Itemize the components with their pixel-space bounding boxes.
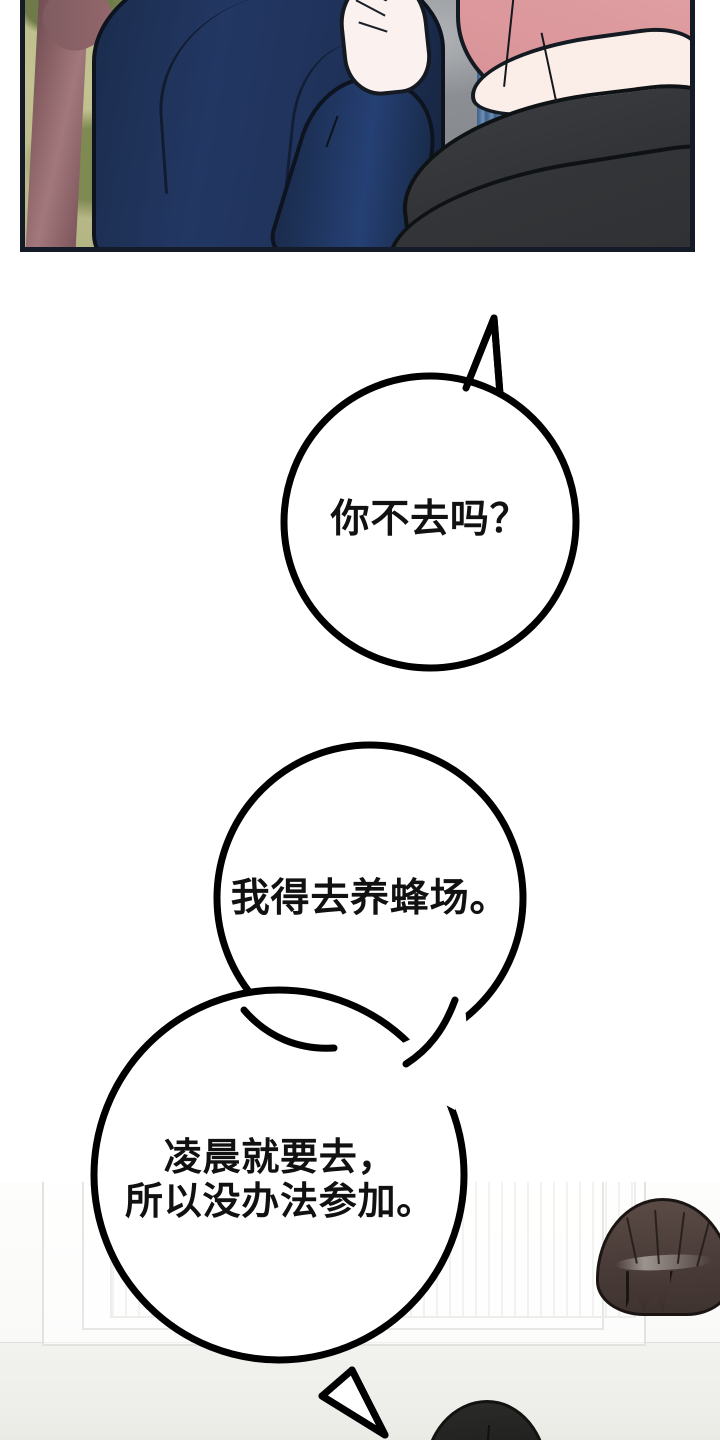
bubble-tail-question (462, 314, 504, 398)
bubble-merge-notch-left (240, 1006, 338, 1052)
wall-lower (0, 1341, 720, 1440)
character-head-dark-hair (424, 1400, 548, 1440)
bubble-text-reply-1: 我得去养蜂场。 (230, 877, 510, 920)
speech-bubble-question (280, 314, 580, 672)
bubble-tail-outline-question (462, 314, 504, 398)
bubble-body-reply-1 (213, 741, 527, 1055)
character-head-brown-hair (596, 1198, 720, 1325)
bubble-merge-notch-right (402, 996, 459, 1068)
bubble-merge-mask (247, 985, 467, 1110)
hair-cap-dark (424, 1400, 548, 1440)
comic-panel-top (20, 0, 695, 252)
bubble-body-question (280, 372, 580, 672)
panel-artwork (25, 0, 690, 247)
window-pane-left (110, 1182, 364, 1318)
bubble-text-question: 你不去吗？ (330, 498, 530, 541)
